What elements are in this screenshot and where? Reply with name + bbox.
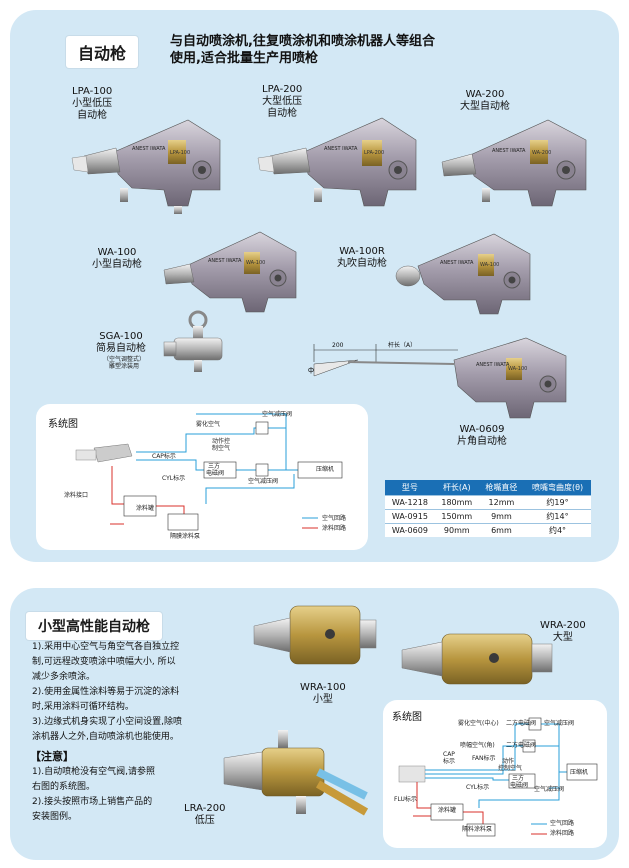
sys2-cap: CAP — [443, 751, 455, 758]
sys2-paint-tank: 涂料罐 — [438, 807, 457, 814]
sys2-legend-paint: 涂料回路 — [550, 830, 575, 837]
svg-text:ANEST IWATA: ANEST IWATA — [476, 362, 510, 368]
sys2-fan: FAN标示 — [472, 755, 496, 762]
sys1-air-reg-top: 空气减压阀 — [262, 411, 293, 418]
sys1-pump: 隔膜涂料泵 — [170, 533, 201, 540]
gun-brand-text: ANEST IWATA — [132, 146, 166, 152]
sys2-valve3-1: 三方 — [512, 775, 525, 782]
sys1-action-air2: 制空气 — [212, 445, 231, 452]
sys1-legend-paint: 涂料回路 — [322, 525, 347, 532]
section-desc-line2: 使用,适合批量生产用喷枪 — [170, 51, 318, 66]
sys1-paint-tank: 涂料罐 — [136, 505, 155, 512]
system-diagram-1-title: 系统图 — [48, 419, 78, 430]
sys1-legend-air: 空气回路 — [322, 515, 347, 522]
sys2-compressor: 压缩机 — [570, 769, 589, 776]
sys2-legend-air: 空气回路 — [550, 820, 575, 827]
svg-text:WA-100: WA-100 — [246, 260, 265, 266]
sys2-two-way-2: 二方电磁阀 — [506, 742, 537, 749]
col-header-rod: 杆长(A) — [434, 480, 479, 496]
col-header-model: 型号 — [385, 480, 435, 496]
svg-text:LPA-200: LPA-200 — [364, 150, 384, 156]
gun-image-wa200: ANEST IWATA WA-200 — [441, 119, 587, 207]
note-list: 1).自动喷枪没有空气阀,请参照 右图的系统图。 2).接头按照市场上销售产品的… — [32, 767, 155, 822]
sys1-valve3-2: 电磁阀 — [206, 470, 225, 477]
sys2-fan-air: 喷幅空气(角) — [460, 742, 495, 749]
sys2-two-way-1: 二方电磁阀 — [506, 720, 537, 727]
sys1-paint-inlet: 涂料接口 — [64, 492, 89, 499]
gun-image-wa100r: ANEST IWATA WA-100 — [395, 233, 531, 315]
svg-text:ANEST IWATA: ANEST IWATA — [208, 258, 242, 264]
gun-image-wa100: ANEST IWATA WA-100 — [163, 231, 297, 313]
feature-list: 1).采用中心空气与角空气各自独立控 制,可远程改变喷涂中喷幅大小, 所以 减少… — [32, 642, 182, 742]
svg-text:ANEST IWATA: ANEST IWATA — [324, 146, 358, 152]
dim-length-label: 200 — [332, 342, 344, 349]
col-header-angle: 喷嘴弯曲度(θ) — [524, 480, 591, 496]
sys1-cap: CAP标示 — [152, 453, 176, 460]
sys1-compressor: 压缩机 — [316, 466, 335, 473]
col-header-nozzle: 枪嘴直径 — [478, 480, 525, 496]
svg-text:ANEST IWATA: ANEST IWATA — [440, 260, 474, 266]
sys2-valve3-2: 电磁阀 — [510, 782, 529, 789]
model-sublabel-sga100: （空气调整式）雕塑涂装用 — [103, 356, 146, 370]
sys1-atom-air: 雾化空气 — [196, 421, 221, 428]
sys1-cyl: CYL标示 — [162, 475, 186, 482]
sys1-valve3-1: 三方 — [208, 463, 221, 470]
note-title: 【注意】 — [30, 750, 74, 763]
system-diagram-2-title: 系统图 — [392, 712, 422, 723]
gun-image-wra100 — [253, 605, 377, 665]
sys1-action-air: 动作控 — [212, 438, 231, 445]
sys2-action1: 动作 — [502, 758, 515, 765]
gun-image-wa0609: 200 杆长（A） ф ANEST IWATA WA-100 — [308, 337, 567, 419]
svg-text:WA-100: WA-100 — [480, 262, 499, 268]
sys2-flu: FLU标示 — [394, 796, 417, 803]
svg-text:LPA-100: LPA-100 — [170, 150, 190, 156]
gun-image-sga100 — [163, 310, 223, 372]
spec-table-header: 型号 杆长(A) 枪嘴直径 喷嘴弯曲度(θ) — [385, 480, 591, 496]
sys2-air-reg-1: 空气减压阀 — [544, 720, 575, 727]
sys1-air-reg-mid: 空气减压阀 — [248, 478, 279, 485]
section-title-auto-gun: 自动枪 — [66, 36, 139, 68]
gun-image-wra200 — [401, 633, 553, 685]
system-diagram-1-lines — [75, 413, 343, 531]
section-title-compact-gun: 小型高性能自动枪 — [26, 612, 162, 640]
sys2-pump: 隔料涂料泵 — [462, 826, 493, 833]
svg-text:WA-100: WA-100 — [508, 366, 527, 372]
sys2-atom-center: 雾化空气(中心) — [458, 720, 499, 727]
system-diagram-2-lines — [398, 717, 598, 837]
gun-image-lpa100: ANEST IWATA LPA-100 — [71, 119, 221, 214]
svg-text:WA-200: WA-200 — [532, 150, 551, 156]
sys2-cap2: 标示 — [443, 758, 456, 765]
section-desc-line1: 与自动喷涂机,往复喷涂机和喷涂机器人等组合 — [170, 34, 435, 49]
gun-image-lra200 — [223, 730, 368, 816]
dim-rod-label: 杆长（A） — [388, 341, 416, 349]
sys2-air-reg-2: 空气减压阀 — [534, 786, 565, 793]
sys2-action2: 控制空气 — [498, 765, 523, 772]
sys2-cyl: CYL标示 — [466, 784, 490, 791]
svg-text:ANEST IWATA: ANEST IWATA — [492, 148, 526, 154]
svg-text:ф: ф — [308, 366, 314, 374]
gun-image-lpa200: ANEST IWATA LPA-200 — [257, 117, 417, 207]
